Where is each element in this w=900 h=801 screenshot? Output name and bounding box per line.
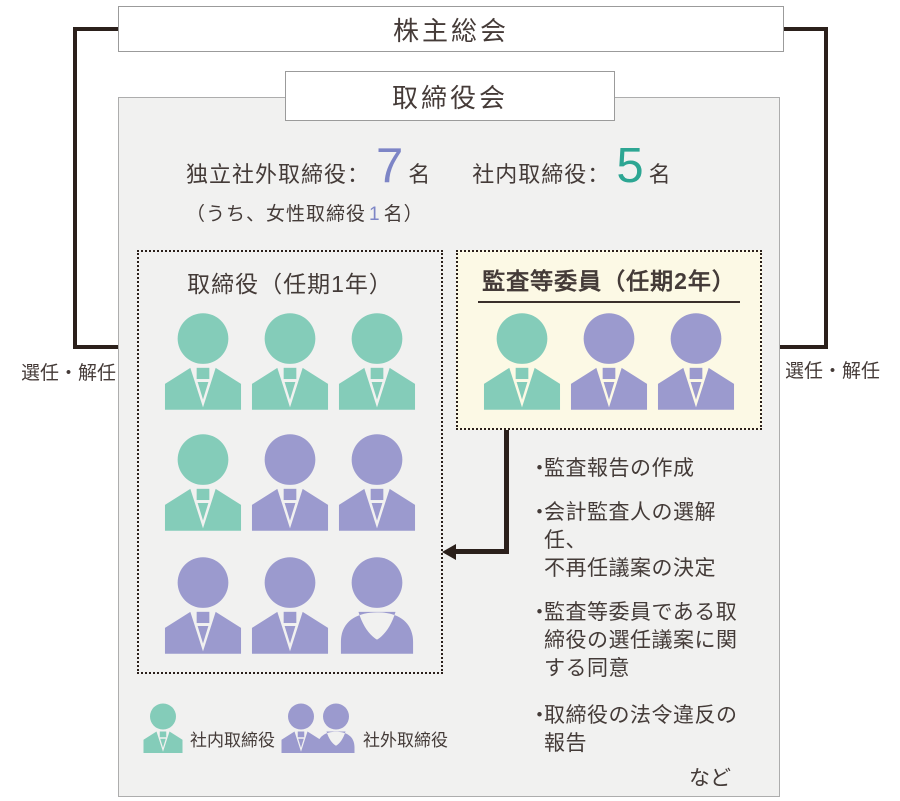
audit-committee-title: 監査等委員（任期2年） — [478, 262, 740, 303]
connector-right-vertical — [824, 27, 828, 349]
teal-male-person-icon — [164, 312, 242, 410]
teal-male-person-icon — [483, 312, 561, 410]
duty-text: 監査報告の作成 — [544, 457, 695, 480]
outside-directors-count: 独立社外取締役： 7 名 — [186, 138, 430, 194]
inside-directors-label: 社内取締役： — [472, 162, 611, 187]
director-counts: 独立社外取締役： 7 名 社内取締役： 5 名 — [186, 138, 671, 200]
purple-male-person-icon — [164, 556, 242, 654]
purple-male-person-icon — [251, 433, 329, 531]
connector-left-vertical — [73, 27, 77, 349]
board-panel — [118, 97, 780, 797]
shareholders-meeting-box: 株主総会 — [118, 6, 784, 52]
inside-directors-count: 社内取締役： 5 名 — [472, 138, 670, 194]
duty-text: 会計監査人の選解任、 不再任議案の決定 — [544, 501, 716, 580]
duty-text: 取締役の法令違反の 報告 — [544, 704, 738, 755]
purple-male-person-icon — [570, 312, 648, 410]
teal-male-person-icon — [338, 312, 416, 410]
connector-right-horizontal — [775, 345, 828, 349]
audit-arrow-head-icon — [442, 544, 456, 560]
connector-left-horizontal — [73, 345, 126, 349]
board-of-directors-label: 取締役会 — [391, 82, 508, 113]
connector-left-top — [73, 27, 119, 31]
etc-label: など — [689, 767, 731, 790]
directors-row-3 — [139, 556, 441, 654]
purple-male-person-icon — [657, 312, 735, 410]
duty-item: ・ 取締役の法令違反の 報告 — [529, 702, 741, 758]
audit-committee-members — [458, 312, 760, 410]
bullet: ・ — [529, 457, 551, 480]
audit-arrow-vertical — [504, 430, 509, 554]
legend-external-director: 社外取締役 — [281, 703, 448, 753]
outside-directors-unit: 名 — [408, 162, 431, 187]
purple-female-person-icon — [316, 703, 356, 753]
female-director-note-count: 1 — [369, 204, 381, 225]
purple-female-person-icon — [338, 556, 416, 654]
appoint-dismiss-label-left: 選任・解任 — [21, 363, 117, 384]
outside-directors-number: 7 — [376, 139, 404, 193]
duty-item: ・ 監査等委員である取 締役の選任議案に関 する同意 — [529, 599, 741, 683]
directors-box: 取締役（任期1年） — [137, 250, 443, 674]
bullet: ・ — [529, 501, 551, 524]
appoint-dismiss-label-right: 選任・解任 — [785, 361, 881, 382]
legend-internal-icons — [143, 703, 183, 753]
board-of-directors-box: 取締役会 — [285, 71, 615, 121]
legend-external-icons — [281, 703, 356, 753]
purple-male-person-icon — [281, 703, 321, 753]
legend-internal-director: 社内取締役 — [143, 703, 275, 753]
audit-duties-list: ・ 監査報告の作成 ・ 会計監査人の選解任、 不再任議案の決定 ・ 監査等委員で… — [529, 455, 741, 792]
purple-male-person-icon — [251, 556, 329, 654]
teal-male-person-icon — [164, 433, 242, 531]
female-director-note-suffix: 名） — [383, 204, 424, 225]
audit-arrow-horizontal — [454, 549, 509, 554]
legend-internal-label: 社内取締役 — [190, 731, 275, 750]
directors-row-1 — [139, 312, 441, 410]
teal-male-person-icon — [143, 703, 183, 753]
legend-external-label: 社外取締役 — [363, 731, 448, 750]
duty-item: ・ 監査報告の作成 — [529, 455, 741, 483]
inside-directors-unit: 名 — [648, 162, 671, 187]
outside-directors-label: 独立社外取締役： — [186, 162, 371, 187]
audit-committee-box: 監査等委員（任期2年） — [456, 250, 762, 430]
bullet: ・ — [529, 704, 551, 727]
duty-item: ・ 会計監査人の選解任、 不再任議案の決定 — [529, 499, 741, 583]
shareholders-meeting-label: 株主総会 — [392, 15, 509, 46]
female-director-note-prefix: （うち、女性取締役 — [186, 204, 367, 225]
duty-text: 監査等委員である取 締役の選任議案に関 する同意 — [544, 601, 738, 680]
audit-committee-title-wrap: 監査等委員（任期2年） — [458, 262, 760, 303]
directors-row-2 — [139, 433, 441, 531]
purple-male-person-icon — [338, 433, 416, 531]
inside-directors-number: 5 — [616, 139, 644, 193]
teal-male-person-icon — [251, 312, 329, 410]
connector-right-top — [783, 27, 828, 31]
bullet: ・ — [529, 601, 551, 624]
directors-box-title: 取締役（任期1年） — [187, 271, 393, 297]
